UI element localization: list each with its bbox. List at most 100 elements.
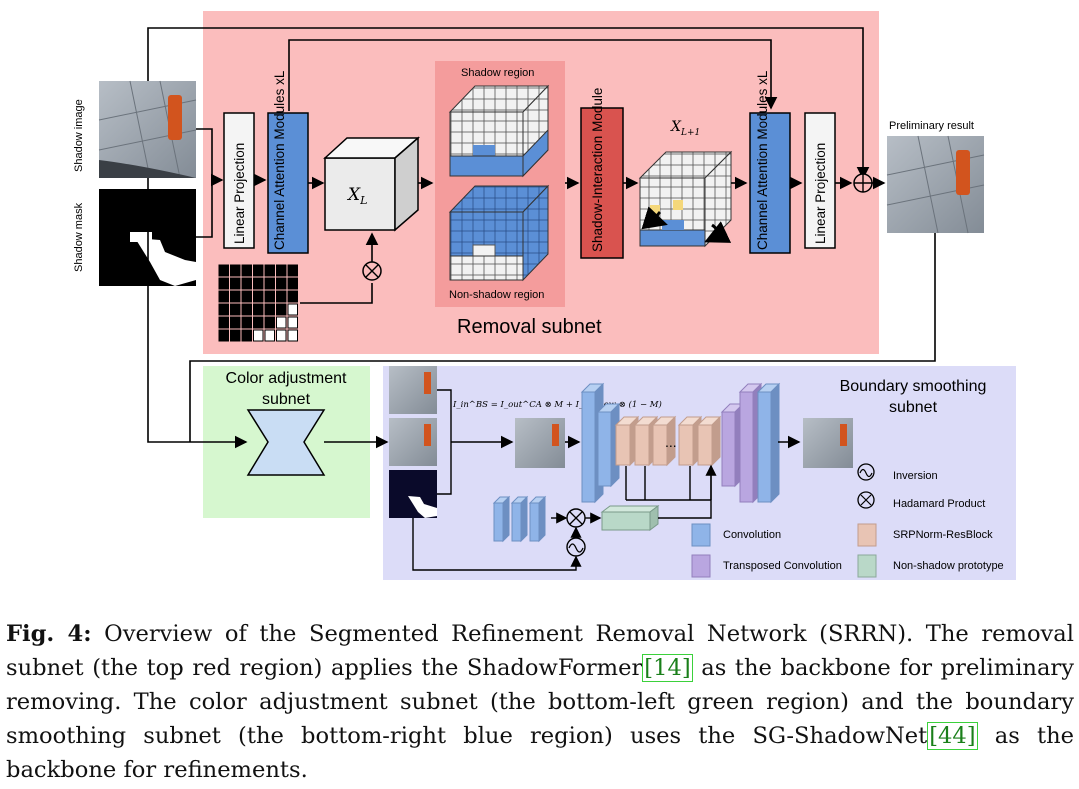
legend-hadamard: Hadamard Product xyxy=(893,498,985,510)
shadow-mask-label: Shadow mask xyxy=(73,202,85,272)
prototype-conv-blocks xyxy=(492,495,547,543)
proto-conv-side xyxy=(538,495,546,543)
non-shadow-prototype-block xyxy=(600,505,660,531)
legend-hadamard-symbol xyxy=(857,491,875,509)
mask-grid-cell xyxy=(230,316,241,329)
mask-grid-cell xyxy=(287,277,298,290)
removal-subnet-title: Removal subnet xyxy=(457,316,602,338)
mask-grid-cell xyxy=(264,303,275,316)
mask-grid-cell xyxy=(276,329,287,342)
proto-conv-side xyxy=(502,495,510,543)
shadow-interaction-module xyxy=(580,107,624,259)
mask-grid-cell xyxy=(241,316,252,329)
mask-grid-cell xyxy=(218,290,229,303)
mask-grid-cell xyxy=(230,329,241,342)
legend-inversion-symbol xyxy=(857,463,875,481)
skip-line-inner xyxy=(288,39,778,111)
mask-grid-cell xyxy=(287,316,298,329)
shadow-region-label: Shadow region xyxy=(461,67,534,79)
block-face xyxy=(739,391,754,503)
mask-grid-cell xyxy=(230,290,241,303)
legend-convolution: Convolution xyxy=(723,529,781,541)
legend-inversion: Inversion xyxy=(893,470,938,482)
caption-text-2: as the backbone for preliminary removing… xyxy=(6,655,1075,749)
mask-grid-cell xyxy=(287,303,298,316)
mask-grid-cell xyxy=(230,277,241,290)
mask-grid-cell xyxy=(218,329,229,342)
shadow-region-cube xyxy=(448,84,550,178)
channel-attention-1 xyxy=(267,112,309,254)
mask-grid-cell xyxy=(276,290,287,303)
mask-grid-cell xyxy=(264,264,275,277)
proto-conv-side xyxy=(520,495,528,543)
mask-grid-cell xyxy=(264,277,275,290)
mask-grid-cell xyxy=(253,264,264,277)
citation-44[interactable]: [44] xyxy=(927,722,978,750)
bs-fused-input xyxy=(515,418,565,468)
proto-conv-face xyxy=(511,502,522,542)
block-face xyxy=(615,424,631,466)
figure-caption: Fig. 4: Overview of the Segmented Refine… xyxy=(6,617,1074,787)
block-face xyxy=(757,391,772,503)
block-face xyxy=(697,424,713,466)
block-face xyxy=(581,391,596,503)
proto-conv-face xyxy=(493,502,504,542)
preliminary-result-photo xyxy=(886,135,985,234)
block-side xyxy=(711,415,721,467)
non-shadow-region-cube xyxy=(448,184,550,282)
mask-grid-cell xyxy=(218,264,229,277)
xl1-label: XL+1 xyxy=(670,119,700,138)
bs-input-mask xyxy=(389,470,437,518)
xl1-cube xyxy=(638,150,733,248)
xl-cube xyxy=(323,136,421,232)
caption-text-1: Overview of the Segmented Refinement Rem… xyxy=(6,621,1075,681)
mask-grid-cell xyxy=(218,316,229,329)
mask-grid-cell xyxy=(253,277,264,290)
bs-output-image xyxy=(803,418,853,468)
legend-non-shadow-proto: Non-shadow prototype xyxy=(893,560,1004,572)
shadow-interaction-label: Shadow-Interaction Module xyxy=(590,88,605,252)
mask-grid-cell xyxy=(287,290,298,303)
block-side xyxy=(770,382,780,504)
skip-line-to-color-adj xyxy=(147,178,248,449)
mask-grid-cell xyxy=(230,303,241,316)
mask-grid xyxy=(218,264,298,342)
caption-text-3: as the backbone for refinements. xyxy=(6,723,1074,783)
mask-grid-cell xyxy=(253,316,264,329)
mask-grid-cell xyxy=(253,329,264,342)
citation-14[interactable]: [14] xyxy=(642,654,693,682)
mask-grid-cell xyxy=(276,264,287,277)
mask-grid-cell xyxy=(241,329,252,342)
boundary-input-formula: I_in^BS = I_out^CA ⊗ M + I_shadow ⊗ (1 −… xyxy=(452,399,662,410)
block-face xyxy=(597,411,612,487)
xl-label: XL xyxy=(346,185,367,207)
proto-conv-face xyxy=(529,502,540,542)
block-face xyxy=(721,411,736,487)
channel-attention-2-label: Channel Attention Modules xL xyxy=(755,70,770,250)
color-adjustment-network xyxy=(246,409,326,476)
bs-input-image-2 xyxy=(389,418,437,466)
mask-grid-cell xyxy=(230,264,241,277)
shadow-image-photo xyxy=(98,80,197,179)
linear-projection-2 xyxy=(804,112,836,249)
mask-grid-cell xyxy=(287,329,298,342)
linear-projection-1-label: Linear Projection xyxy=(232,143,247,244)
channel-attention-1-label: Channel Attention Modules xL xyxy=(272,70,287,250)
caption-label: Fig. 4: xyxy=(6,621,92,647)
mask-grid-cell xyxy=(253,290,264,303)
skip-line-outer xyxy=(147,27,870,180)
mask-grid-cell xyxy=(264,290,275,303)
mask-grid-cell xyxy=(241,277,252,290)
channel-attention-2 xyxy=(749,112,791,254)
mask-grid-cell xyxy=(264,316,275,329)
mask-grid-cell xyxy=(253,303,264,316)
block-face xyxy=(678,424,694,466)
legend-srpnorm: SRPNorm-ResBlock xyxy=(893,529,993,541)
block-face xyxy=(634,424,650,466)
ellipsis: ... xyxy=(665,434,677,450)
legend: Inversion Hadamard Product Convolution S… xyxy=(691,463,1004,578)
mask-grid-cell xyxy=(276,303,287,316)
non-shadow-region-label: Non-shadow region xyxy=(449,289,544,301)
